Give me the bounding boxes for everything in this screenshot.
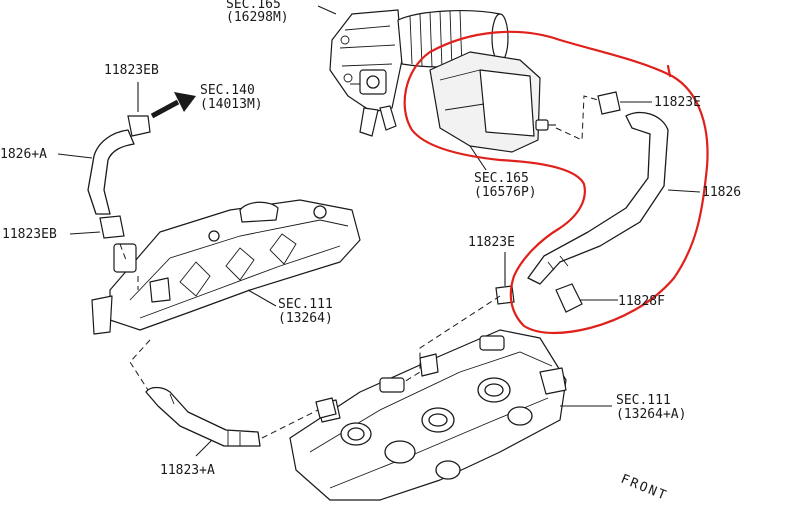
label-sec165-mid-part: (16576P) [474, 185, 537, 200]
label-hose-11826: 11826 [702, 185, 741, 200]
label-sec165-top-code: SEC.165 [226, 0, 281, 12]
bottom-hose-11823a [145, 386, 337, 447]
label-clip-11823eb-left: 11823EB [2, 227, 57, 242]
label-hose-11823a: 11823+A [160, 463, 215, 478]
sec140-arrow [150, 92, 196, 119]
label-clip-11828f: 11828F [618, 294, 665, 309]
label-sec111-left-part: (13264) [278, 311, 333, 326]
label-sec111-left-code: SEC.111 [278, 297, 333, 312]
hose-11826 [527, 111, 669, 285]
label-sec140-code: SEC.140 [200, 83, 255, 98]
label-sec140-part: (14013M) [200, 97, 263, 112]
connection-lines [119, 95, 599, 439]
highlight-outline [403, 30, 709, 335]
clip-11823e-mid [495, 252, 515, 305]
label-clip-11823e-mid: 11823E [468, 235, 515, 250]
label-sec111-right-code: SEC.111 [616, 393, 671, 408]
clip-11828f [555, 283, 618, 313]
label-front: FRONT [619, 472, 670, 504]
label-sec165-top-part: (16298M) [226, 10, 289, 25]
right-valve-cover [289, 329, 567, 501]
resonator-valve [429, 51, 556, 153]
left-valve-cover [91, 199, 361, 335]
label-sec111-right-part: (13264+A) [616, 407, 686, 422]
label-clip-11823eb-top: 11823EB [104, 63, 159, 78]
highlight-tick [666, 64, 672, 78]
left-pcv-hose-assembly [57, 82, 151, 239]
label-clip-11823e-right: 11823E [654, 95, 701, 110]
leader-lines [195, 5, 701, 457]
throttle-body [329, 9, 403, 137]
clip-11823e-right [597, 91, 652, 115]
label-hose-11826a: 1826+A [0, 147, 47, 162]
label-sec165-mid-code: SEC.165 [474, 171, 529, 186]
